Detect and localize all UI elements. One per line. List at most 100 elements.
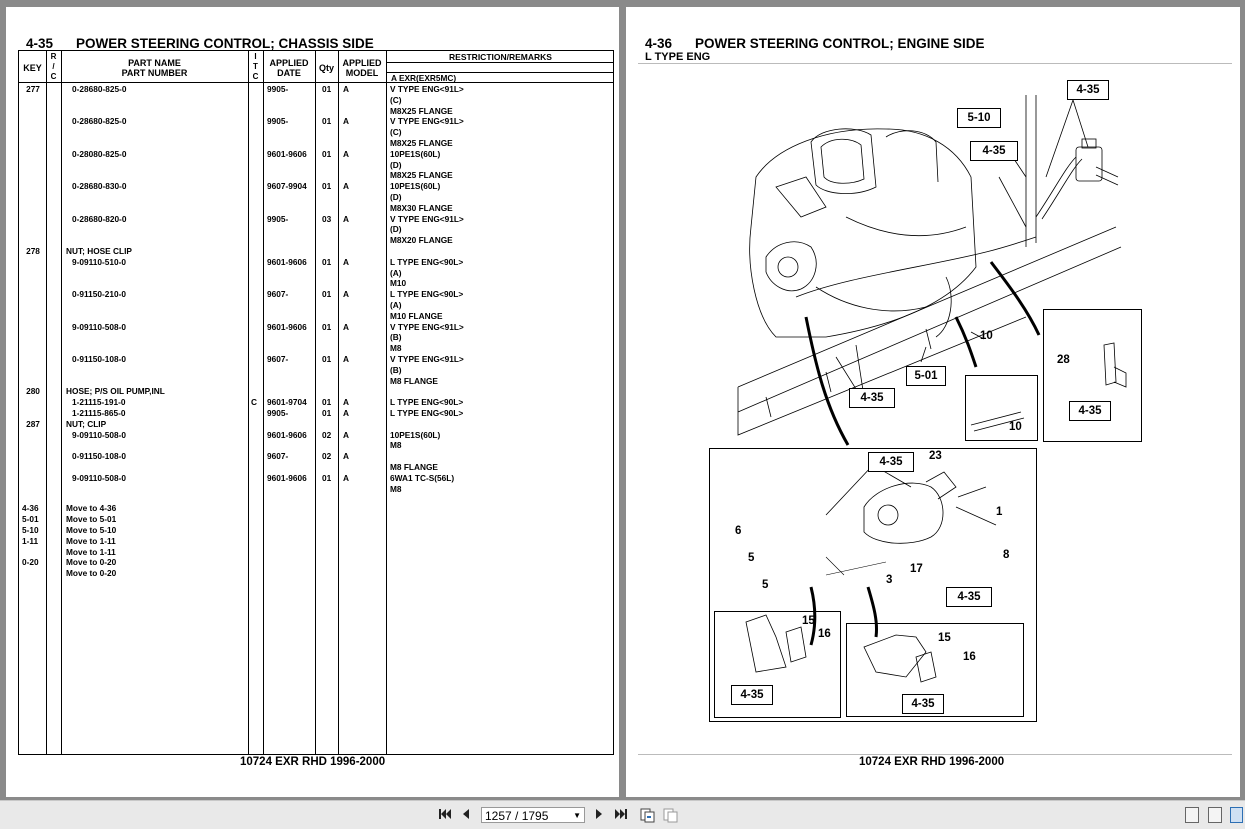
header-part-number: PART NUMBER [121,68,188,78]
callout-number: 28 [1057,354,1070,366]
row-applied-model: A [343,354,349,364]
row-applied-model: A [343,397,349,408]
ref-box[interactable]: 5-01 [906,366,946,386]
move-link: Move to 0-20 [66,557,117,568]
row-qty: 01 [322,289,332,300]
header-itc: I T C [252,52,259,81]
go-forward-icon[interactable] [662,807,678,827]
row-part-number: 1-21115-865-0 [72,408,126,418]
callout-number: 5 [748,552,755,564]
row-part-number: 9-09110-510-0 [72,256,126,267]
callout-number: 6 [735,525,742,537]
row-remark: M8 [390,483,402,494]
row-part-number: 0-91150-108-0 [72,354,126,364]
row-remark: L TYPE ENG<90L> [390,408,464,418]
row-applied-model: A [343,429,349,440]
row-part-number: 0-91150-108-0 [72,451,126,462]
row-part-name: HOSE; P/S OIL PUMP,INL [66,386,165,397]
row-applied-date: 9607- [267,289,289,300]
inset-pump-assembly [709,448,1037,722]
callout-number: 16 [818,628,831,640]
last-page-icon[interactable] [614,807,628,825]
row-qty: 01 [322,148,332,159]
row-qty: 01 [322,321,332,332]
page-footer: 10724 EXR RHD 1996-2000 [240,756,386,768]
row-applied-date: 9601-9606 [267,429,307,440]
row-applied-model: A [343,116,349,127]
header-remarks: RESTRICTION/REMARKS [449,52,552,62]
page-number-value: 1257 / 1795 [485,809,549,823]
continuous-view-icon[interactable] [1208,807,1222,823]
move-key: 1-11 [22,535,39,546]
row-remark: M8 [390,343,402,354]
ref-box[interactable]: 4-35 [970,141,1018,161]
ref-box[interactable]: 5-10 [957,108,1001,128]
callout-number: 10 [980,330,993,342]
row-remark: L TYPE ENG<90L> [390,397,464,408]
row-remark: 10PE1S(60L) [390,148,441,159]
row-applied-model: A [343,321,349,332]
callout-number: 8 [1003,549,1010,561]
callout-number: 10 [1009,421,1022,433]
row-remark: 6WA1 TC-S(56L) [390,472,455,483]
facing-pages-view-icon[interactable] [1230,807,1243,823]
go-back-icon[interactable] [639,807,655,827]
row-remark: 10PE1S(60L) [390,429,441,440]
row-remark: (D) [390,159,402,170]
chevron-down-icon[interactable]: ▼ [573,811,581,820]
callout-number: 5 [762,579,769,591]
first-page-icon[interactable] [438,807,452,825]
row-applied-model: A [343,289,349,300]
page-number-input[interactable]: 1257 / 1795 ▼ [481,807,585,823]
row-remark: V TYPE ENG<91L> [390,321,464,332]
row-remark: V TYPE ENG<91L> [390,84,464,94]
row-applied-date: 9601-9606 [267,472,307,483]
row-remark: V TYPE ENG<91L> [390,116,464,127]
row-remark: L TYPE ENG<90L> [390,289,464,300]
next-page-icon[interactable] [593,807,605,825]
ref-box[interactable]: 4-35 [849,388,895,408]
row-key: 277 [26,84,40,94]
header-applied-date: APPLIED DATE [269,58,309,78]
row-applied-model: A [343,256,349,267]
row-qty: 02 [322,429,332,440]
row-part-number: 0-91150-210-0 [72,289,126,300]
ref-box[interactable]: 4-35 [1069,401,1111,421]
row-part-number: 9-09110-508-0 [72,321,126,332]
row-part-name: NUT; CLIP [66,418,107,429]
row-qty: 01 [322,256,332,267]
inset-hose-10 [965,375,1038,441]
ref-box[interactable]: 4-35 [1067,80,1109,100]
row-part-number: 0-28680-825-0 [72,84,127,94]
prev-page-icon[interactable] [460,807,472,825]
row-applied-date: 9607- [267,451,289,462]
row-key: 280 [26,386,40,397]
row-applied-model: A [343,408,349,418]
row-applied-date: 9905- [267,84,289,94]
row-applied-model: A [343,84,349,94]
row-qty: 02 [322,451,332,462]
row-applied-date: 9601-9606 [267,321,307,332]
row-part-number: 0-28680-830-0 [72,181,127,192]
row-applied-date: 9601-9704 [267,397,307,408]
row-remark: M10 FLANGE [390,310,443,321]
row-remark: M8X20 FLANGE [390,235,453,246]
row-qty: 01 [322,116,332,127]
ref-box[interactable]: 4-35 [731,685,773,705]
move-link: Move to 1-11 [66,535,116,546]
ref-box[interactable]: 4-35 [868,452,914,472]
row-part-number: 0-28680-825-0 [72,116,127,127]
ref-box[interactable]: 4-35 [946,587,992,607]
section-number: 4-36 [645,36,673,51]
header-model-line: A EXR(EXR5MC) [391,73,457,83]
row-itc: C [251,397,257,408]
single-page-view-icon[interactable] [1185,807,1199,823]
row-applied-date: 9905- [267,213,289,224]
exploded-parts-diagram [737,95,1127,683]
row-applied-date: 9905- [267,116,289,127]
ref-box[interactable]: 4-35 [902,694,944,714]
row-qty: 01 [322,354,332,364]
